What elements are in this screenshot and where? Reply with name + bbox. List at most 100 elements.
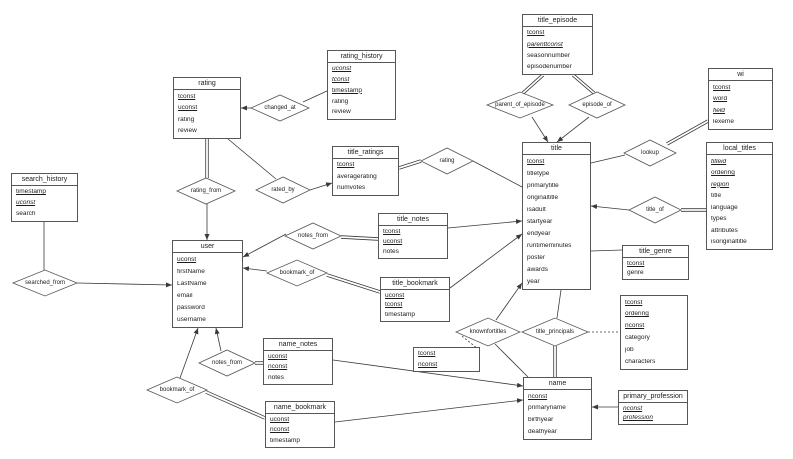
relationship-label: episode_of xyxy=(582,102,612,108)
diamond-shape xyxy=(176,177,236,205)
attribute-uconst: uconst xyxy=(16,200,36,207)
relationship-changed_at[interactable]: changed_at xyxy=(250,94,310,122)
relationship-bookmark_of_title[interactable]: bookmark_of xyxy=(265,259,329,287)
attribute-attributes: attributes xyxy=(711,227,738,234)
diamond-shape xyxy=(623,139,677,167)
attribute-uconst: uconst xyxy=(385,292,405,299)
relationship-rating_rel[interactable]: rating xyxy=(420,147,474,175)
attribute-titleid: titleid xyxy=(711,158,727,165)
entity-title-title: title xyxy=(523,143,590,155)
relationship-knownfortitles[interactable]: knownfortitles xyxy=(455,317,521,347)
attribute-tconst: tconst xyxy=(627,260,645,267)
attribute-parenttconst: parenttconst xyxy=(527,41,563,48)
relationship-rating_from[interactable]: rating_from xyxy=(176,177,236,205)
relationship-title_of[interactable]: title_of xyxy=(628,196,682,224)
attribute-primarytitle: primarytitle xyxy=(527,182,559,189)
attribute-review: review xyxy=(178,128,197,134)
relationship-episode_of[interactable]: episode_of xyxy=(568,91,626,119)
relationship-title_principals[interactable]: title_principals xyxy=(520,317,590,347)
relationship-label: rating_from xyxy=(190,188,222,194)
diamond-shape xyxy=(568,91,626,119)
entity-attributes: tconst nconst xyxy=(414,348,479,371)
attribute-tconst: tconst xyxy=(385,302,403,309)
attribute-uconst: uconst xyxy=(178,105,198,111)
attribute-nconst: nconst xyxy=(418,361,438,368)
attribute-category: category xyxy=(625,335,650,342)
attribute-tconst: tconst xyxy=(418,351,436,357)
entity-title-name: name xyxy=(524,378,591,390)
attribute-uconst: uconst xyxy=(270,416,290,423)
diamond-shape xyxy=(520,317,590,347)
relationship-label: rated_by xyxy=(271,187,295,193)
attribute-genre: genre xyxy=(627,270,644,276)
attribute-ordering: ordering xyxy=(625,311,649,318)
entity-title-title_episode: title_episode xyxy=(523,15,592,27)
relationship-parent_of_episode[interactable]: parent_of_episode xyxy=(485,91,555,119)
diamond-shape xyxy=(628,196,682,224)
attribute-primaryname: primaryname xyxy=(528,405,566,412)
entity-title-title_bookmark: title_bookmark xyxy=(381,278,449,290)
attribute-tconst: tconst xyxy=(178,93,196,100)
attribute-field: field xyxy=(713,107,725,114)
attribute-tconst: tconst xyxy=(337,162,355,169)
attribute-poster: poster xyxy=(527,254,546,261)
attribute-lexeme: lexeme xyxy=(713,119,734,125)
relationship-searched_from[interactable]: searched_from xyxy=(11,269,79,297)
entity-title-wi: wi xyxy=(709,69,772,81)
relationship-notes_from_name[interactable]: notes_from xyxy=(198,349,256,377)
relationship-label: searched_from xyxy=(24,280,66,286)
relationship-notes_from_title[interactable]: notes_from xyxy=(284,222,342,250)
attribute-rating: rating xyxy=(332,98,349,105)
diamond-shape xyxy=(255,176,311,204)
attribute-region: region xyxy=(711,181,730,188)
attribute-awards: awards xyxy=(527,266,548,273)
attribute-nconst: nconst xyxy=(270,427,290,434)
attribute-numvotes: numvotes xyxy=(337,185,366,192)
entity-knownfortitles_attributes[interactable]: tconst nconst xyxy=(413,347,480,372)
attribute-episodenumber: episodenumber xyxy=(527,64,572,71)
entity-title-title_notes: title_notes xyxy=(379,214,447,226)
relationship-label: parent_of_episode xyxy=(495,102,545,108)
attribute-timestamp: timestamp xyxy=(332,87,362,94)
diamond-shape xyxy=(420,147,474,175)
attribute-startyear: startyear xyxy=(527,218,553,225)
relationship-bookmark_of_name[interactable]: bookmark_of xyxy=(145,376,209,404)
relationship-lookup[interactable]: lookup xyxy=(623,139,677,167)
attribute-uconst: uconst xyxy=(332,66,352,73)
attribute-search: search xyxy=(16,211,36,218)
entity-title-title_ratings: title_ratings xyxy=(333,147,398,159)
relationship-rated_by[interactable]: rated_by xyxy=(255,176,311,204)
attribute-timestamp: timestamp xyxy=(16,189,46,196)
attribute-tconst: tconst xyxy=(383,228,401,235)
entity-attributes: timestamp uconst search xyxy=(12,186,77,221)
relationship-label: bookmark_of xyxy=(279,270,315,276)
